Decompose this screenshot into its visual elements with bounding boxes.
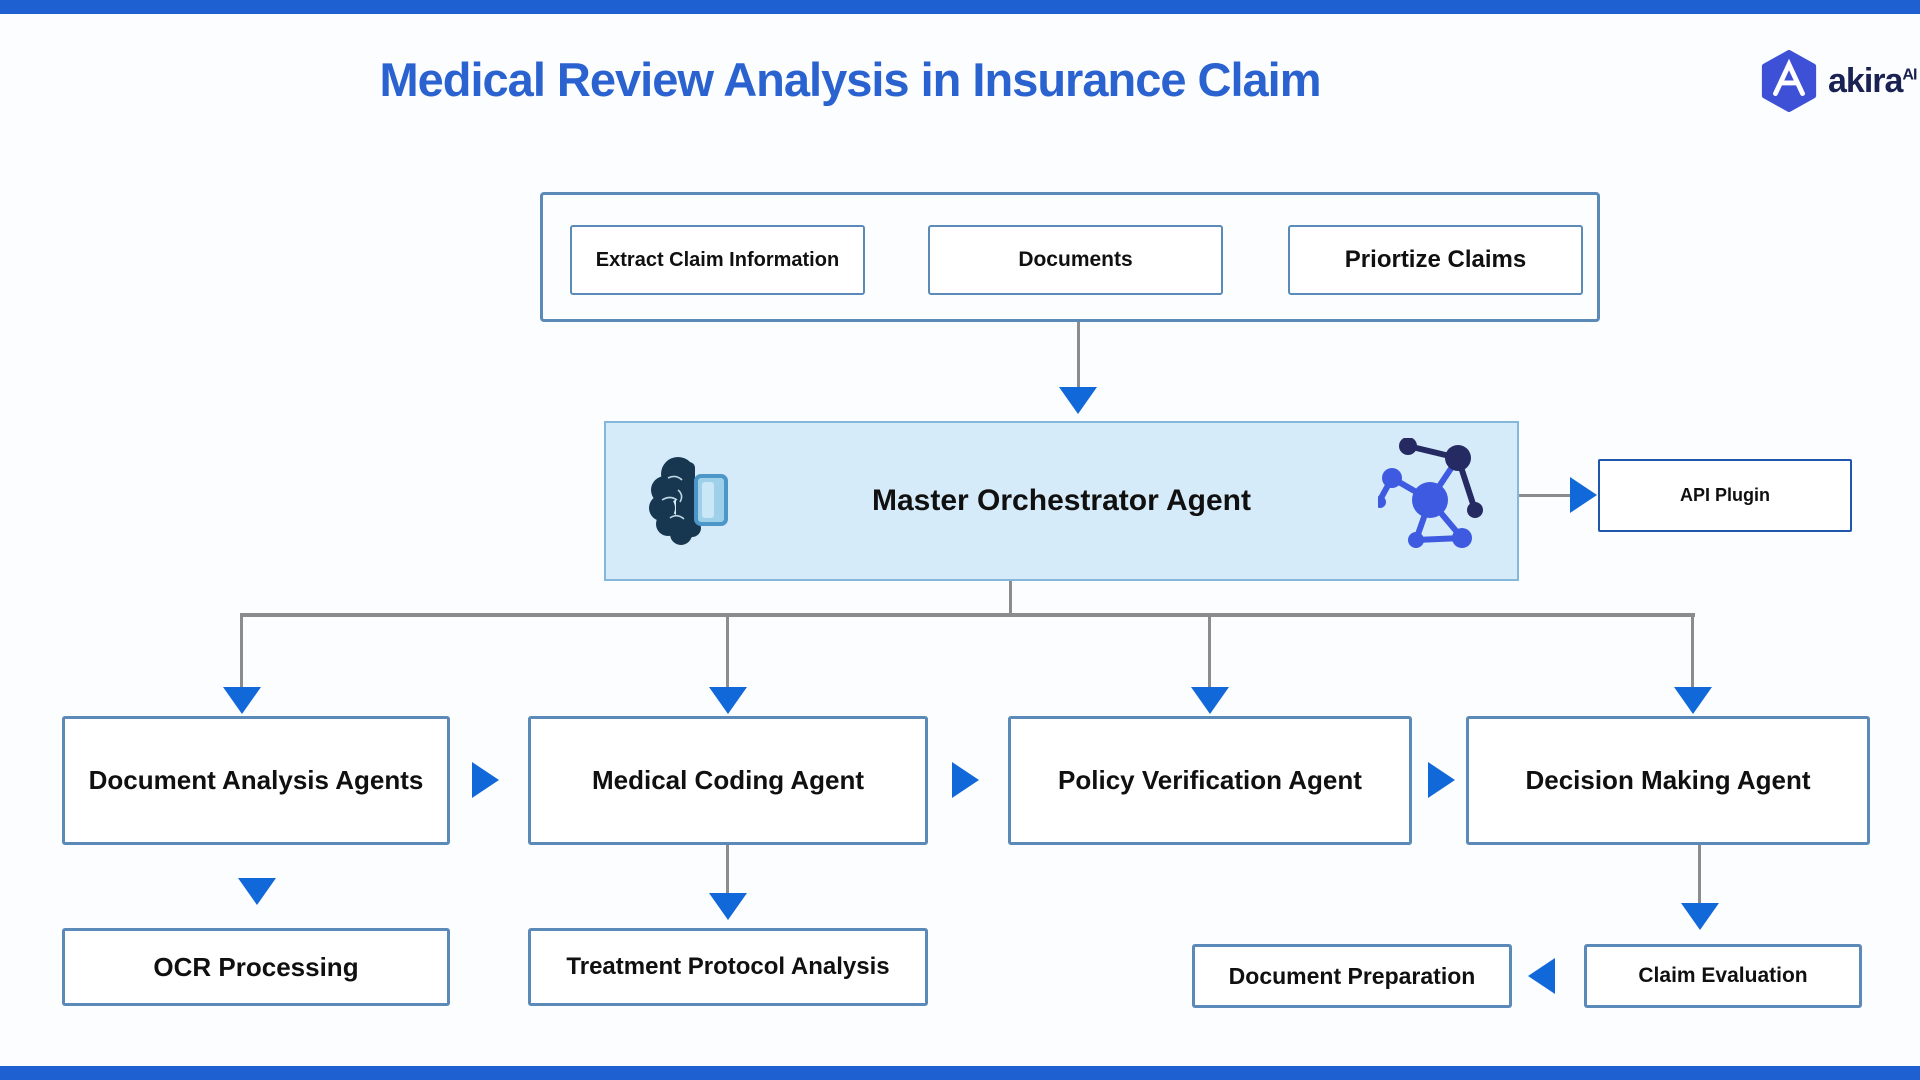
arrowhead-branch-2	[709, 687, 747, 714]
network-graph-icon	[1378, 438, 1483, 548]
node-label: Policy Verification Agent	[1058, 765, 1362, 796]
node-documents: Documents	[928, 225, 1223, 295]
brand-name: akiraAI	[1828, 61, 1917, 100]
connector-coding-to-treatment	[726, 845, 729, 895]
arrowhead-claimeval-to-docprep	[1528, 958, 1555, 994]
node-claim-evaluation: Claim Evaluation	[1584, 944, 1862, 1008]
node-ocr-processing: OCR Processing	[62, 928, 450, 1006]
node-label: Claim Evaluation	[1638, 963, 1808, 987]
node-label: Extract Claim Information	[595, 248, 840, 271]
connector-master-down	[1009, 581, 1012, 616]
node-label: Documents	[1018, 247, 1133, 271]
arrowhead-branch-4	[1674, 687, 1712, 714]
node-medical-coding-agent: Medical Coding Agent	[528, 716, 928, 845]
arrowhead-decision-to-claimeval	[1681, 903, 1719, 930]
node-label: Treatment Protocol Analysis	[566, 953, 890, 980]
node-treatment-protocol-analysis: Treatment Protocol Analysis	[528, 928, 928, 1006]
node-decision-making-agent: Decision Making Agent	[1466, 716, 1870, 845]
brand-superscript: AI	[1902, 66, 1917, 84]
node-label: Document Preparation	[1228, 962, 1476, 989]
brand-hexagon-icon	[1761, 50, 1817, 112]
arrowhead-master-to-api	[1570, 477, 1597, 513]
arrowhead-agent-2-3	[952, 762, 979, 798]
node-priortize-claims: Priortize Claims	[1288, 225, 1583, 295]
connector-branch-4	[1691, 613, 1694, 689]
connector-branch-1	[240, 613, 243, 689]
top-accent-bar	[0, 0, 1920, 14]
arrowhead-branch-1	[223, 687, 261, 714]
arrowhead-input-to-master	[1059, 387, 1097, 414]
input-group-container	[540, 192, 1600, 322]
connector-branch-3	[1208, 613, 1211, 689]
connector-master-to-api	[1519, 494, 1574, 497]
node-extract-claim-information: Extract Claim Information	[570, 225, 865, 295]
connector-branch-2	[726, 613, 729, 689]
arrowhead-agent-1-2	[472, 762, 499, 798]
node-label: API Plugin	[1680, 485, 1770, 506]
connector-input-to-master	[1077, 322, 1080, 388]
arrowhead-docanalysis-to-ocr	[238, 878, 276, 905]
brain-agent-icon	[649, 457, 728, 545]
node-label: OCR Processing	[153, 951, 359, 982]
node-policy-verification-agent: Policy Verification Agent	[1008, 716, 1412, 845]
arrowhead-coding-to-treatment	[709, 893, 747, 920]
node-document-analysis-agents: Document Analysis Agents	[62, 716, 450, 845]
node-label: Priortize Claims	[1344, 246, 1527, 273]
node-document-preparation: Document Preparation	[1192, 944, 1512, 1008]
connector-decision-to-claimeval	[1698, 845, 1701, 905]
node-api-plugin: API Plugin	[1598, 459, 1852, 532]
arrowhead-branch-3	[1191, 687, 1229, 714]
node-master-orchestrator-agent: Master Orchestrator Agent	[604, 421, 1519, 581]
node-label: Decision Making Agent	[1525, 765, 1811, 796]
node-label: Medical Coding Agent	[591, 765, 865, 796]
bottom-accent-bar	[0, 1066, 1920, 1080]
arrowhead-agent-3-4	[1428, 762, 1455, 798]
node-label: Master Orchestrator Agent	[872, 484, 1251, 517]
page-title: Medical Review Analysis in Insurance Cla…	[379, 53, 1321, 106]
connector-branch-horizontal	[240, 613, 1695, 617]
brand-logo: akiraAI	[1758, 50, 1917, 112]
node-label: Document Analysis Agents	[88, 765, 424, 796]
